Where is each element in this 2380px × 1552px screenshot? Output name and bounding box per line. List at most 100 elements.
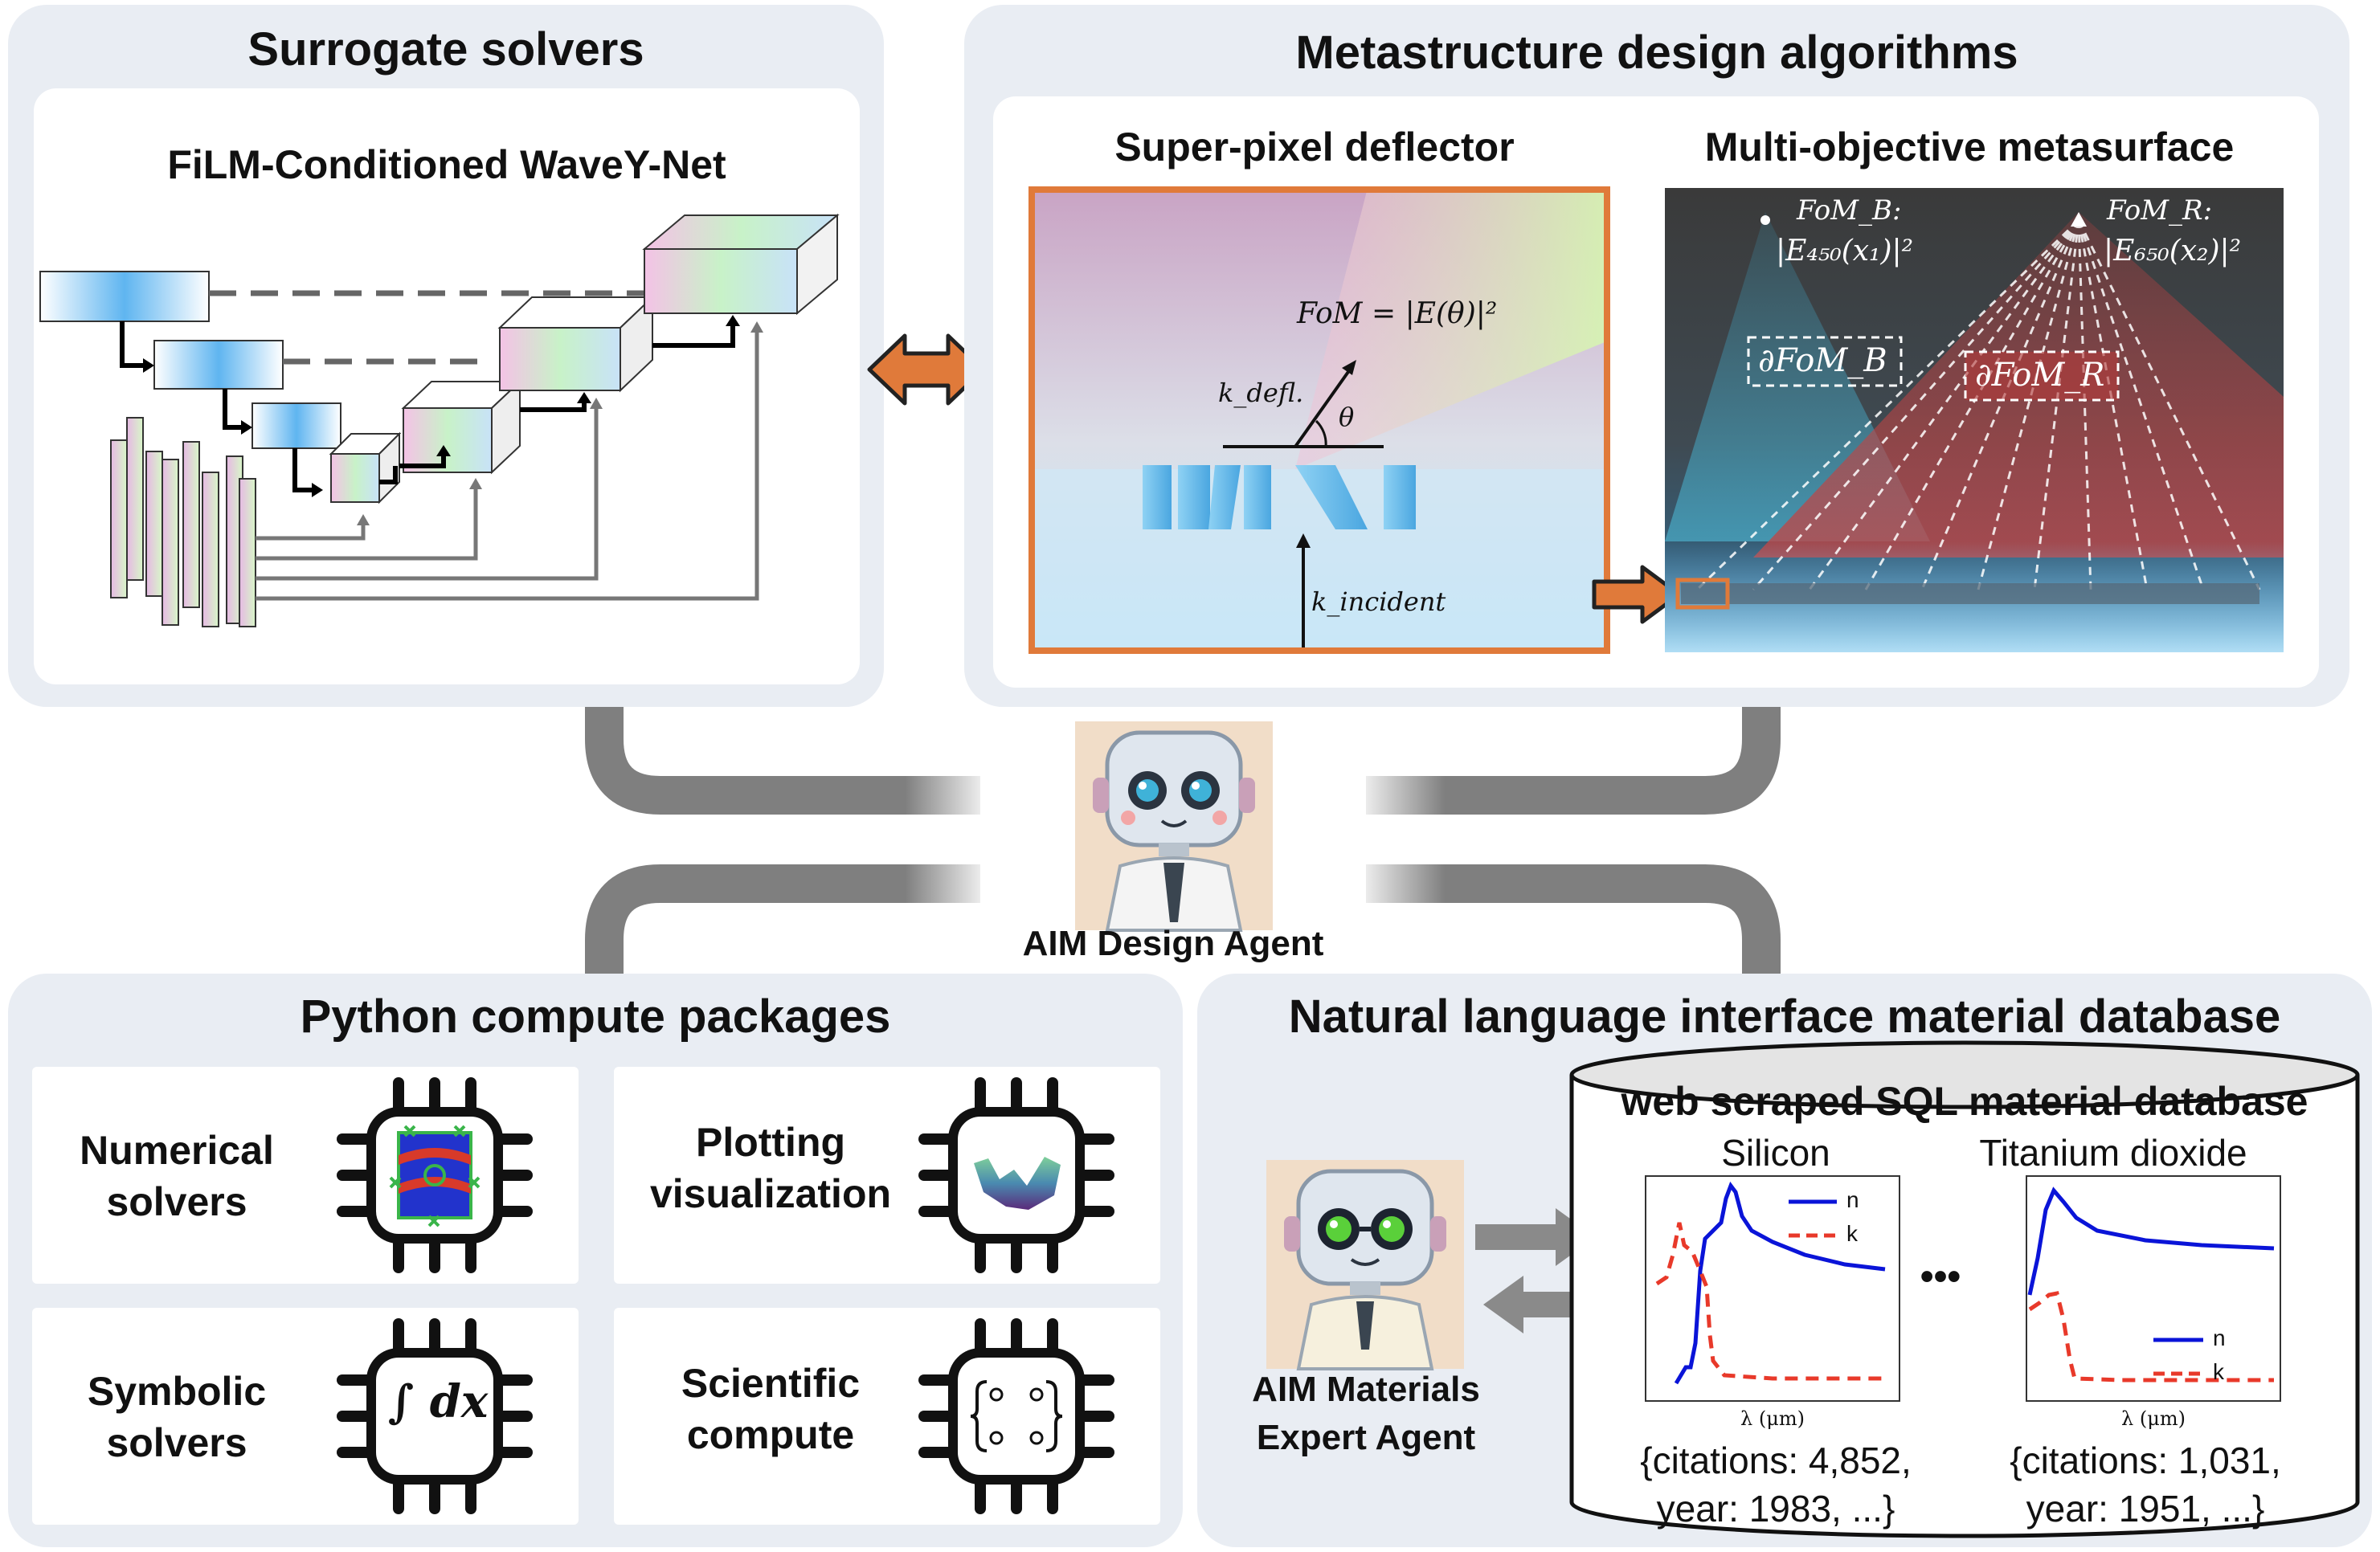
deflector-pillar bbox=[1295, 465, 1368, 529]
meta-line2: year: 1951, ...} bbox=[2026, 1488, 2265, 1530]
xlabel-tio2: λ (μm) bbox=[2121, 1407, 2186, 1430]
k-deflected-label: k_defl. bbox=[1218, 378, 1304, 408]
film-bar bbox=[126, 417, 144, 581]
encoder-block-1 bbox=[39, 271, 210, 322]
fom-r-expr: |E₆₅₀(x₂)|² bbox=[2104, 235, 2242, 268]
k-curve bbox=[1655, 1222, 1885, 1381]
fom-b-expr: |E₄₅₀(x₁)|² bbox=[1776, 235, 1914, 268]
card-label-line1: Plotting bbox=[695, 1120, 846, 1165]
expert-line1: AIM Materials bbox=[1252, 1370, 1480, 1409]
robot-agent-icon bbox=[1075, 721, 1273, 932]
decoder-cube-2 bbox=[401, 379, 522, 475]
wavey-net-card: FiLM-Conditioned WaveY-Net bbox=[34, 88, 860, 684]
network-title: FiLM-Conditioned WaveY-Net bbox=[167, 142, 726, 187]
card-label-line2: solvers bbox=[106, 1420, 247, 1465]
k-curve bbox=[2028, 1291, 2274, 1383]
panel-title: Surrogate solvers bbox=[247, 23, 644, 76]
connector-top-left bbox=[585, 699, 980, 815]
decoder-cube-3 bbox=[497, 295, 655, 393]
deflector-pillar bbox=[1178, 465, 1210, 529]
super-pixel-deflector-illustration bbox=[1028, 186, 1610, 654]
legend-n-tio2: n bbox=[2213, 1325, 2226, 1350]
connector-bottom-right bbox=[1366, 864, 1781, 980]
film-bar bbox=[110, 439, 128, 598]
card-label-line1: Scientific bbox=[681, 1361, 861, 1406]
silicon-nk-chart bbox=[1645, 1175, 1900, 1402]
meta-line1: {citations: 4,852, bbox=[1640, 1440, 1912, 1481]
film-bar bbox=[145, 451, 163, 597]
deflector-pillar bbox=[1208, 465, 1241, 529]
left-arrow-icon bbox=[1483, 1276, 1604, 1333]
expert-agent-label: AIM Materials Expert Agent bbox=[1213, 1366, 1519, 1462]
meta-line2: year: 1983, ...} bbox=[1656, 1488, 1895, 1530]
fom-b-name: FoM_B: bbox=[1797, 194, 1902, 227]
tio2-nk-chart bbox=[2026, 1175, 2281, 1402]
meta-line1: {citations: 1,031, bbox=[2010, 1440, 2281, 1481]
database-title: web scraped SQL material database bbox=[1621, 1079, 2308, 1124]
legend-k-tio2: k bbox=[2213, 1359, 2224, 1384]
film-bar bbox=[202, 472, 219, 627]
card-label-line1: Numerical bbox=[80, 1128, 274, 1173]
panel-title: Metastructure design algorithms bbox=[1295, 27, 2018, 79]
gradient-r-label: ∂FoM_R bbox=[1975, 357, 2105, 394]
surrogate-solvers-panel: Surrogate solvers FiLM-Conditioned WaveY… bbox=[8, 5, 884, 707]
symbolic-solvers-card: Symbolic solvers ∫ dx bbox=[32, 1308, 579, 1525]
expert-line2: Expert Agent bbox=[1256, 1418, 1476, 1457]
film-bar bbox=[239, 478, 256, 627]
deflector-pillar bbox=[1244, 465, 1271, 529]
card-label-line2: solvers bbox=[106, 1179, 247, 1224]
integral-chip-icon bbox=[337, 1318, 533, 1514]
integral-glyph: ∫ dx bbox=[387, 1375, 489, 1428]
multi-objective-metasurface-illustration bbox=[1665, 188, 2284, 652]
python-packages-panel: Python compute packages Numerical solver… bbox=[8, 974, 1183, 1547]
connector-top-right bbox=[1366, 699, 1781, 815]
film-bar bbox=[182, 441, 200, 608]
deflector-title: Super-pixel deflector bbox=[1114, 125, 1515, 169]
metastructure-panel: Metastructure design algorithms Super-pi… bbox=[964, 5, 2349, 707]
plotting-visualization-card: Plotting visualization bbox=[614, 1067, 1160, 1284]
zoom-arrow-icon bbox=[1592, 565, 1682, 624]
scientific-compute-card: Scientific compute bbox=[614, 1308, 1160, 1525]
decoder-cube-1 bbox=[329, 431, 402, 504]
field-chip-icon bbox=[337, 1077, 533, 1273]
card-label-line1: Symbolic bbox=[87, 1369, 267, 1414]
gradient-b-label: ∂FoM_B bbox=[1758, 342, 1887, 379]
encoder-block-2 bbox=[153, 340, 284, 390]
surface-plot-chip-icon bbox=[918, 1077, 1114, 1273]
chart-title-silicon: Silicon bbox=[1721, 1132, 1830, 1174]
k-deflected-arrow bbox=[1294, 368, 1352, 448]
legend-n-silicon: n bbox=[1846, 1187, 1859, 1212]
silicon-metadata: {citations: 4,852, year: 1983, ...} bbox=[1599, 1436, 1953, 1533]
n-curve bbox=[2027, 1186, 2275, 1296]
query-arrows bbox=[1475, 1208, 1604, 1333]
fom-r-name: FoM_R: bbox=[2107, 194, 2213, 227]
tio2-metadata: {citations: 1,031, year: 1951, ...} bbox=[1969, 1436, 2322, 1533]
panel-title: Python compute packages bbox=[300, 990, 891, 1043]
matrix-chip-icon bbox=[918, 1318, 1114, 1514]
legend-k-silicon: k bbox=[1846, 1221, 1858, 1246]
material-database-panel: Natural language interface material data… bbox=[1197, 974, 2372, 1547]
encoder-block-3 bbox=[251, 402, 341, 449]
deflector-pillar bbox=[1143, 465, 1172, 529]
deflector-pillar bbox=[1384, 465, 1416, 529]
deflector-fom-label: FoM = |E(θ)|² bbox=[1297, 297, 1498, 330]
metastructure-card: Super-pixel deflector Multi-objective me… bbox=[993, 96, 2319, 688]
unet-diagram bbox=[39, 213, 840, 627]
metasurface-title: Multi-objective metasurface bbox=[1704, 125, 2235, 169]
more-materials-ellipsis: ••• bbox=[1920, 1256, 1961, 1298]
panel-title: Natural language interface material data… bbox=[1288, 990, 2281, 1043]
card-label-line2: compute bbox=[686, 1412, 855, 1457]
n-curve bbox=[1674, 1181, 1886, 1385]
decoder-cube-4 bbox=[642, 213, 840, 316]
chart-title-tio2: Titanium dioxide bbox=[1979, 1132, 2247, 1174]
film-bar bbox=[162, 459, 179, 626]
card-label-line2: visualization bbox=[649, 1171, 892, 1216]
numerical-solvers-card: Numerical solvers bbox=[32, 1067, 579, 1284]
materials-expert-agent-icon bbox=[1266, 1160, 1464, 1370]
theta-label: θ bbox=[1339, 402, 1355, 432]
k-incident-label: k_incident bbox=[1311, 586, 1446, 617]
connector-bottom-left bbox=[585, 864, 980, 980]
xlabel-silicon: λ (μm) bbox=[1740, 1407, 1805, 1430]
design-agent-label: AIM Design Agent bbox=[1022, 924, 1324, 963]
